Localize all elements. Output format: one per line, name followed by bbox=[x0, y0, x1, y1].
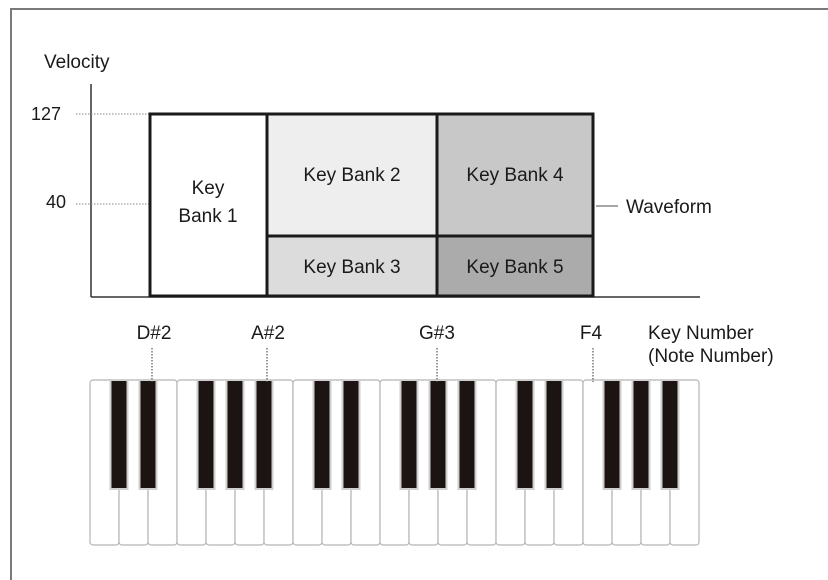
key-number-label-line2: (Note Number) bbox=[648, 346, 774, 367]
black-key bbox=[225, 379, 245, 490]
key-bank-5 bbox=[437, 236, 593, 296]
note-label-f4: F4 bbox=[580, 323, 603, 344]
key-bank-1-label-line2: Bank 1 bbox=[178, 206, 237, 227]
frame-border bbox=[10, 8, 828, 580]
key-bank-2-label: Key Bank 2 bbox=[303, 165, 400, 186]
tick-127: 127 bbox=[31, 104, 61, 124]
key-bank-5-label: Key Bank 5 bbox=[466, 257, 563, 278]
black-key bbox=[515, 379, 535, 490]
key-bank-4-label: Key Bank 4 bbox=[466, 165, 564, 186]
black-key bbox=[660, 379, 680, 490]
black-key bbox=[457, 379, 477, 490]
black-key bbox=[544, 379, 564, 490]
black-key bbox=[428, 379, 448, 490]
key-number-label-line1: Key Number bbox=[648, 323, 754, 344]
black-key bbox=[312, 379, 332, 490]
key-bank-4 bbox=[437, 114, 593, 236]
black-key bbox=[631, 379, 651, 490]
black-key bbox=[254, 379, 274, 490]
waveform-label: Waveform bbox=[626, 197, 712, 218]
key-bank-3 bbox=[267, 236, 437, 296]
velocity-axis-label: Velocity bbox=[44, 52, 110, 73]
tick-40: 40 bbox=[46, 192, 66, 212]
black-key bbox=[399, 379, 419, 490]
key-bank-borders bbox=[148, 112, 595, 298]
black-key bbox=[109, 379, 129, 490]
note-label-d#2: D#2 bbox=[137, 323, 172, 344]
black-key bbox=[138, 379, 158, 490]
note-label-a#2: A#2 bbox=[251, 323, 285, 344]
key-bank-3-label: Key Bank 3 bbox=[303, 257, 400, 278]
note-label-g#3: G#3 bbox=[419, 323, 455, 344]
note-pointers bbox=[151, 348, 594, 382]
key-bank-2 bbox=[267, 114, 437, 236]
key-bank-1-label-line1: Key bbox=[192, 178, 225, 199]
black-key bbox=[602, 379, 622, 490]
piano-keyboard bbox=[89, 379, 700, 546]
black-key bbox=[341, 379, 361, 490]
key-bank-1 bbox=[150, 114, 267, 296]
black-key bbox=[196, 379, 216, 490]
